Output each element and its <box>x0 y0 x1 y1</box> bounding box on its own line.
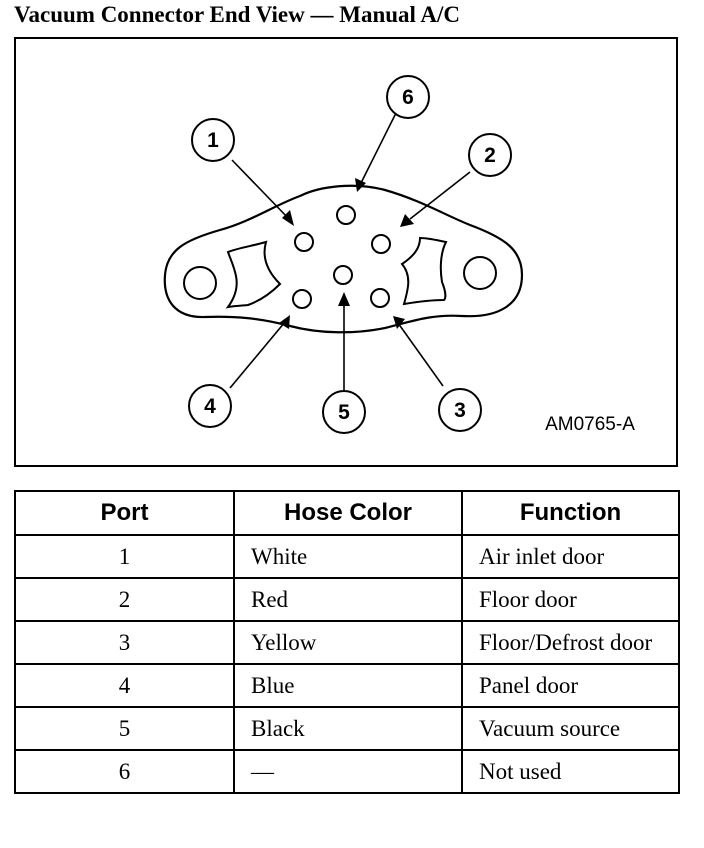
callout-label-2: 2 <box>484 144 496 167</box>
table-row: 2 Red Floor door <box>14 577 680 622</box>
port-hole-3 <box>370 288 390 308</box>
left-cutout <box>225 240 282 309</box>
callout-circle-1 <box>191 118 235 162</box>
callout-circle-4 <box>188 384 232 428</box>
arrowheads <box>279 178 414 329</box>
header-hose-color: Hose Color <box>233 490 463 536</box>
callout-label-3: 3 <box>454 399 466 422</box>
callout-circle-5 <box>322 390 366 434</box>
table-row: 3 Yellow Floor/Defrost door <box>14 620 680 665</box>
callout-label-6: 6 <box>402 86 414 109</box>
function-cell: Not used <box>461 749 680 794</box>
function-cell: Air inlet door <box>461 534 680 579</box>
figure-id: AM0765-A <box>545 414 635 435</box>
port-cell: 5 <box>14 706 235 751</box>
color-cell: — <box>233 749 463 794</box>
port-hole-6 <box>336 205 356 225</box>
diagram-frame <box>14 37 678 467</box>
connector-diagram: 6 1 2 4 5 3 AM0765-A <box>163 75 635 435</box>
callout-circle-3 <box>438 388 482 432</box>
port-cell: 6 <box>14 749 235 794</box>
callout-label-5: 5 <box>338 401 350 424</box>
port-cell: 4 <box>14 663 235 708</box>
port-cell: 1 <box>14 534 235 579</box>
table-row: 6 — Not used <box>14 749 680 794</box>
port-cell: 2 <box>14 577 235 622</box>
port-cell: 3 <box>14 620 235 665</box>
port-table: Port Hose Color Function 1 White Air inl… <box>14 490 680 794</box>
callout-label-4: 4 <box>204 395 216 418</box>
table-header-row: Port Hose Color Function <box>14 490 680 536</box>
connector-body <box>163 184 524 334</box>
color-cell: Yellow <box>233 620 463 665</box>
callout-circle-6 <box>386 75 430 119</box>
header-function: Function <box>461 490 680 536</box>
port-hole-4 <box>292 289 312 309</box>
table-row: 5 Black Vacuum source <box>14 706 680 751</box>
function-cell: Panel door <box>461 663 680 708</box>
function-cell: Vacuum source <box>461 706 680 751</box>
leader-lines <box>229 112 471 392</box>
table-row: 4 Blue Panel door <box>14 663 680 708</box>
color-cell: Blue <box>233 663 463 708</box>
color-cell: White <box>233 534 463 579</box>
callout-label-1: 1 <box>207 129 219 152</box>
port-hole-1 <box>294 232 314 252</box>
right-cutout <box>400 236 448 306</box>
callout-circle-2 <box>468 133 512 177</box>
port-hole-2 <box>371 234 391 254</box>
table-row: 1 White Air inlet door <box>14 534 680 579</box>
color-cell: Black <box>233 706 463 751</box>
port-hole-5 <box>333 265 353 285</box>
page-title: Vacuum Connector End View — Manual A/C <box>14 2 461 27</box>
left-mount-hole <box>183 266 217 300</box>
function-cell: Floor door <box>461 577 680 622</box>
right-mount-hole <box>463 256 497 290</box>
color-cell: Red <box>233 577 463 622</box>
function-cell: Floor/Defrost door <box>461 620 680 665</box>
header-port: Port <box>14 490 235 536</box>
